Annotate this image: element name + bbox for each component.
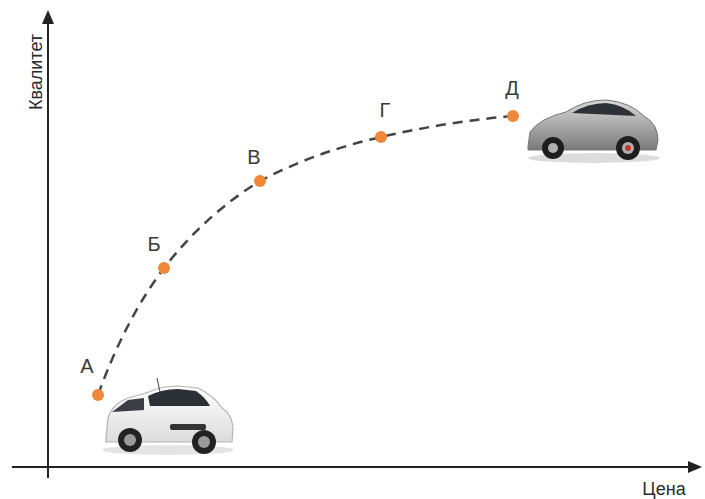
point-label: А	[80, 356, 93, 376]
small-car	[102, 378, 234, 455]
point-label: Б	[147, 234, 160, 254]
axis-title: Квалитет	[27, 34, 45, 110]
trend-curve	[98, 116, 513, 395]
point-label: Г	[380, 100, 391, 120]
point-label: Д	[505, 78, 519, 98]
axes	[12, 10, 702, 478]
sports-car	[528, 100, 660, 163]
point-label: В	[247, 147, 260, 167]
axis-title: Цена	[642, 480, 685, 498]
data-points	[92, 110, 519, 401]
